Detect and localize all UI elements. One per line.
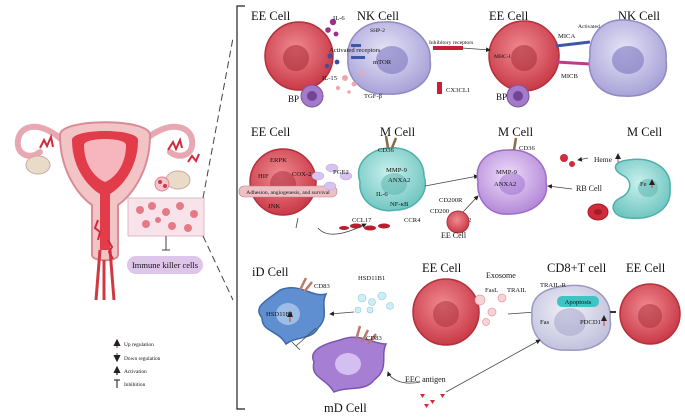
bp2-cell-icon	[506, 84, 530, 108]
ee-cell2-icon	[488, 20, 560, 92]
row3-cd8-cell-title: CD8+T cell	[547, 261, 607, 275]
apoptosis-label: Apoptosis	[565, 299, 592, 306]
panel-bracket	[236, 5, 245, 410]
small-ee-cell-label: EE Cell	[441, 231, 467, 240]
md-cell-icon	[311, 336, 388, 393]
row3-id-cell-title: iD Cell	[252, 265, 289, 279]
pdcd1-label: PDCD1	[580, 319, 601, 326]
mica-label: MICA	[558, 33, 575, 40]
cx3cl1-label: CX3CL1	[446, 87, 470, 94]
bp-cell-icon	[300, 84, 324, 108]
anxa2a-label: ANXA2	[388, 177, 410, 184]
legend-activation-label: Activation	[124, 369, 147, 375]
row2-m-cell2-title: M Cell	[498, 125, 534, 139]
cd200-label: CD200	[430, 208, 450, 215]
hsd-in-label: HSD11B1	[266, 311, 293, 318]
inhibitory-receptor-bar	[433, 46, 463, 50]
immune-killer-cells-label: Immune killer cells	[132, 260, 198, 270]
row3-ee-cell-title: EE Cell	[422, 261, 462, 275]
row1-nk-interactions: EE Cell NK Cell EE Cell NK Cell IL-6 SHP…	[251, 9, 668, 108]
mmp9a-label: MMP-9	[386, 167, 408, 174]
il6-row2-label: IL-6	[376, 191, 388, 198]
ee-cell2-row3-icon	[619, 283, 681, 345]
uterus-illustration: Immune killer cells	[14, 121, 205, 301]
exosome-label: Exosome	[486, 271, 516, 280]
bp2-label: BP	[496, 92, 507, 102]
m-cell-teal-icon	[357, 147, 427, 212]
row3-dendritic-t-cell-interactions: iD Cell EE Cell CD8+T cell EE Cell CD83 …	[252, 261, 681, 415]
legend: Up regulation Down regulation Activation…	[113, 338, 161, 388]
row1-nk-cell-title: NK Cell	[357, 9, 400, 23]
row2-m-cell-title: M Cell	[380, 125, 416, 139]
pge2-label: PGE2	[333, 169, 349, 176]
trail-r-label: TRAIL-R	[540, 282, 567, 289]
zoom-connectors	[202, 37, 234, 301]
il15-label: IL-15	[322, 75, 338, 82]
tgfb-label: TGF-β	[364, 93, 383, 100]
legend-inhibition-label: Inhibition	[124, 382, 146, 388]
heme-label: Heme	[594, 155, 613, 164]
legend-down-label: Down regulation	[124, 356, 161, 362]
adhesion-label: Adhesion, angiogenesis, and survival	[246, 190, 330, 196]
jnk-label: JNK	[268, 203, 280, 210]
erpk-label: ERPK	[270, 157, 287, 164]
row2-macrophage-interactions: EE Cell M Cell M Cell M Cell ERPK HIF CO…	[238, 125, 671, 240]
ccl17-label: CCL17	[352, 217, 372, 224]
adhesion-badge	[238, 185, 338, 198]
trail-label: TRAIL	[507, 287, 526, 294]
cd8-t-cell-icon	[531, 284, 612, 351]
mtor-label: mTOR	[373, 59, 392, 66]
fe-label: Fe	[640, 181, 647, 188]
mhc1-label: MHC-I	[494, 54, 511, 60]
fas-label: Fas	[540, 319, 550, 326]
row2-ee-cell-title: EE Cell	[251, 125, 291, 139]
m-cell-teal2-icon	[612, 158, 671, 219]
activated-receptors-label: Activated receptors	[329, 47, 381, 54]
activated-receptor-label: Activated receptor	[578, 24, 620, 30]
cox2-label: COX-2	[292, 171, 311, 178]
small-ee-cell-icon	[446, 210, 470, 234]
row1-ee-cell2-title: EE Cell	[489, 9, 529, 23]
hif-label: HIF	[258, 173, 269, 180]
il6-label: IL-6	[333, 15, 345, 22]
nk-cell2-icon	[588, 19, 668, 97]
bp1-label: BP	[288, 94, 299, 104]
cd36a-label: CD36	[378, 147, 394, 154]
nk-cell-icon	[347, 21, 432, 95]
nfkb-label: NF-κB	[390, 201, 409, 208]
md-cell-title: mD Cell	[324, 401, 367, 415]
row1-ee-cell-title: EE Cell	[251, 9, 291, 23]
legend-up-label: Up regulation	[124, 342, 154, 348]
right-ovary-icon	[165, 170, 191, 190]
mmp9b-label: MMP-9	[496, 169, 518, 176]
eec-antigen-label: EEC antigen	[405, 375, 446, 384]
micb-label: MICB	[561, 73, 578, 80]
cd36b-label: CD36	[519, 145, 535, 152]
row2-m-cell3-title: M Cell	[627, 125, 663, 139]
shp2-label: SHP-2	[370, 28, 385, 34]
inhibitory-receptors-label: Inhibitory receptors	[429, 40, 473, 46]
ee-cell-row3-icon	[412, 278, 480, 346]
left-ovary-icon	[25, 155, 51, 175]
inhibition-icon	[114, 379, 120, 388]
cd83b-label: CD83	[366, 335, 382, 342]
cx3cl1-icon	[437, 82, 442, 94]
hsd11b1-label: HSD11B1	[358, 275, 385, 282]
m-cell-purple-icon	[476, 149, 548, 215]
ccr4-label: CCR4	[404, 217, 421, 224]
ee-cell-icon	[264, 21, 334, 91]
immune-killer-cells-badge	[127, 256, 203, 274]
apoptosis-badge	[557, 296, 599, 307]
row3-ee-cell2-title: EE Cell	[626, 261, 666, 275]
fasl-label: FasL	[485, 287, 498, 294]
cd200r-label: CD200R	[439, 197, 463, 204]
row1-nk-cell2-title: NK Cell	[618, 9, 661, 23]
rb-cell-label: RB Cell	[576, 184, 603, 193]
anxa2b-label: ANXA2	[494, 181, 516, 188]
cd83a-label: CD83	[314, 283, 330, 290]
